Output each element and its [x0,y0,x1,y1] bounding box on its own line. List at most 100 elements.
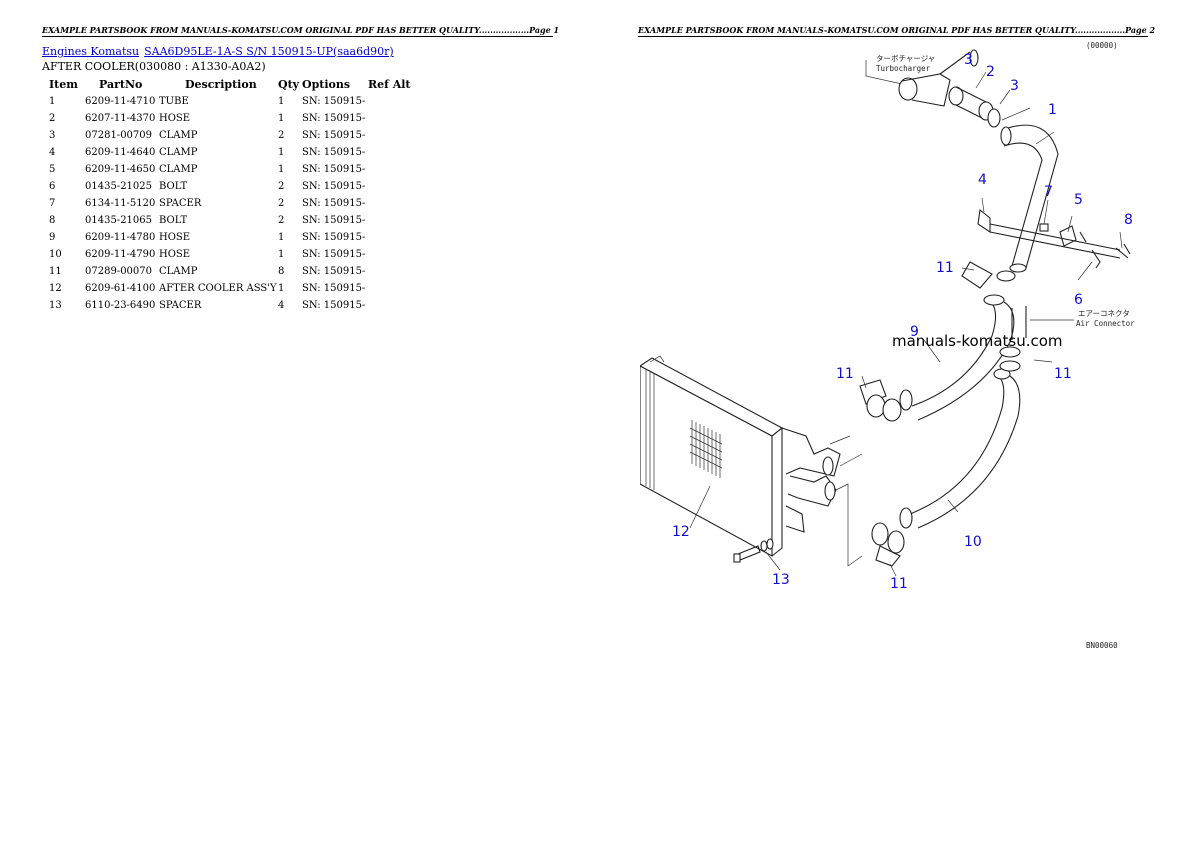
cell-description: CLAMP [159,266,198,277]
turbocharger-jp-label: ターボチャージャ [876,54,935,63]
callout-2: 2 [986,64,995,80]
cell-item: 9 [49,232,56,243]
col-header-description: Description [185,78,257,91]
turbocharger-outlet-part [898,49,979,107]
cell-item: 6 [49,181,56,192]
cell-item: 1 [49,96,56,107]
cell-partno: 07289-00070 [85,266,153,277]
cell-description: HOSE [159,113,191,124]
cell-item: 4 [49,147,56,158]
cell-partno: 6209-11-4650 [85,164,156,175]
turbocharger-leader [865,60,903,85]
cell-description: SPACER [159,300,202,311]
bolt-13-part [733,538,774,563]
cell-partno: 6209-11-4790 [85,249,156,260]
cell-item: 7 [49,198,56,209]
cell-options: SN: 150915- [302,181,366,192]
cell-description: HOSE [159,249,191,260]
cell-item: 3 [49,130,56,141]
callout-8: 8 [1124,212,1133,228]
drawing-code-top: (00000) [1086,41,1118,50]
cell-partno: 6207-11-4370 [85,113,156,124]
cell-description: TUBE [159,96,189,107]
cell-partno: 6209-61-4100 [85,283,156,294]
cell-ref-alt [368,195,418,212]
air-connector-jp-label: エアーコネクタ [1078,309,1130,318]
cell-item: 5 [49,164,56,175]
cell-description: CLAMP [159,147,198,158]
bracket-assembly [977,208,1131,269]
cell-description: BOLT [159,215,188,226]
hose-9-upper-end [983,294,1005,306]
cell-ref-alt [368,229,418,246]
clamp-11-right-part [999,346,1021,372]
callout-3-lower: 3 [1010,78,1019,94]
cell-item: 13 [49,300,62,311]
cell-options: SN: 150915- [302,130,366,141]
callout-5: 5 [1074,192,1083,208]
hose-10-part [909,373,1021,529]
cell-options: SN: 150915- [302,249,366,260]
cell-options: SN: 150915- [302,300,366,311]
breadcrumb-link-model[interactable]: SAA6D95LE-1A-S S/N 150915-UP(saa6d90r) [144,45,394,58]
clamp-3-part [987,108,1001,128]
after-cooler-12-part [640,355,863,567]
cell-qty: 2 [278,198,285,209]
cell-qty: 8 [278,266,285,277]
cell-ref-alt [368,178,418,195]
cell-ref-alt [368,127,418,144]
cell-description: BOLT [159,181,188,192]
cell-ref-alt [368,212,418,229]
cell-qty: 1 [278,96,285,107]
breadcrumb-link-engines[interactable]: Engines Komatsu [42,45,140,58]
clamp-11-upper-part [961,261,1016,289]
cell-qty: 1 [278,249,285,260]
parts-table: Item PartNo Description Qty Options Ref … [42,76,418,314]
cell-qty: 1 [278,232,285,243]
col-header-options: Options [302,78,351,91]
cell-description: AFTER COOLER ASS'Y [159,283,277,294]
col-header-qty: Qty [278,78,300,91]
cell-qty: 1 [278,113,285,124]
cell-partno: 6209-11-4640 [85,147,156,158]
cell-partno: 6209-11-4710 [85,96,156,107]
cell-partno: 6134-11-5120 [85,198,156,209]
callout-9: 9 [910,324,919,340]
callout-6: 6 [1074,292,1083,308]
clamp-11-bottom-part [871,522,905,567]
cell-partno: 07281-00709 [85,130,153,141]
cell-item: 12 [49,283,62,294]
callout-11-bottom: 11 [890,576,908,592]
hose-10-lower-end [899,507,913,529]
cell-qty: 4 [278,300,285,311]
cell-ref-alt [368,246,418,263]
cell-options: SN: 150915- [302,266,366,277]
col-header-ref-alt: Ref Alt [368,78,411,91]
callout-12: 12 [672,524,690,540]
watermark: manuals-komatsu.com [892,332,1063,350]
cell-qty: 2 [278,181,285,192]
cell-ref-alt [368,263,418,280]
callout-11-right: 11 [1054,366,1072,382]
page-2-header: EXAMPLE PARTSBOOK FROM MANUALS-KOMATSU.C… [638,25,1156,37]
callout-11-upper: 11 [936,260,954,276]
col-header-partno: PartNo [99,78,143,91]
cell-ref-alt [368,144,418,161]
cell-qty: 2 [278,215,285,226]
cell-qty: 1 [278,147,285,158]
callout-7: 7 [1044,184,1053,200]
cell-description: CLAMP [159,130,198,141]
cell-partno: 6110-23-6490 [85,300,156,311]
callout-leaders [689,71,1123,577]
cell-options: SN: 150915- [302,215,366,226]
hose-9-lower-end [899,389,913,411]
